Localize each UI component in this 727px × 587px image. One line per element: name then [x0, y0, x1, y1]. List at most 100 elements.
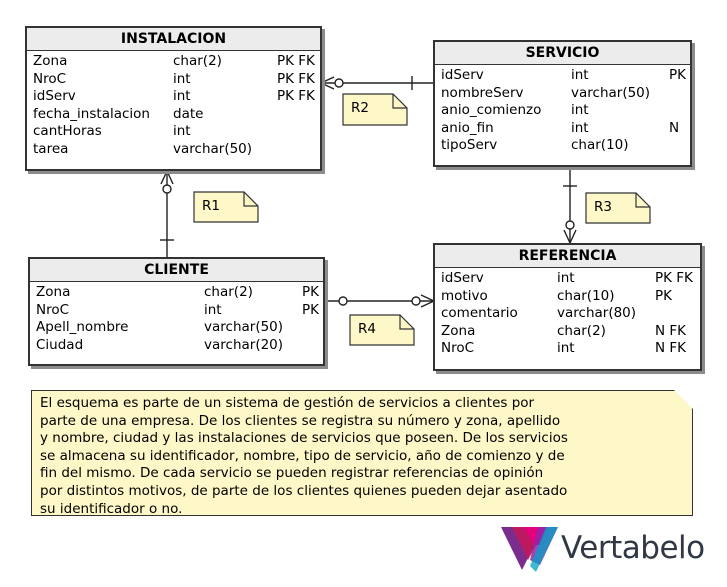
column-key: PK FK — [277, 88, 315, 104]
r3-optional-circle — [565, 220, 575, 230]
column-row: nombreServ varchar(50) — [441, 85, 684, 103]
column-row: cantHoras int — [33, 123, 314, 141]
column-type: date — [173, 105, 204, 122]
column-name: Ciudad — [36, 336, 84, 353]
entity-title: SERVICIO — [435, 42, 690, 65]
r2-optional-circle — [334, 78, 344, 88]
column-key: PK FK — [277, 70, 315, 87]
column-name: tarea — [33, 140, 69, 157]
description-note — [31, 390, 693, 516]
column-row: comentario varchar(80) — [441, 305, 694, 323]
column-key: N FK — [655, 322, 687, 339]
column-row: Zona char(2) N FK — [441, 323, 694, 341]
column-type: int — [571, 67, 589, 83]
column-type: int — [204, 301, 222, 318]
column-type: varchar(50) — [204, 319, 284, 335]
r4-optional-circle-right — [411, 296, 421, 306]
note-line: fin del mismo. De cada servicio se puede… — [40, 465, 544, 482]
column-name: idServ — [441, 270, 484, 286]
column-name: idServ — [33, 88, 76, 104]
note-line: El esquema es parte de un sistema de ges… — [40, 395, 535, 411]
r2-crow-bottom — [320, 82, 335, 90]
column-type: int — [571, 102, 589, 118]
column-key: PK FK — [655, 270, 693, 286]
column-row: Zona char(2) PK — [36, 284, 319, 302]
note-line: su identificador o no. — [40, 500, 183, 517]
column-type: varchar(20) — [204, 336, 284, 353]
column-key: N FK — [655, 340, 687, 356]
column-key: N — [669, 119, 680, 136]
column-row: motivo char(10) PK — [441, 288, 694, 306]
column-name: NroC — [36, 301, 70, 318]
column-name: NroC — [33, 70, 67, 87]
column-row: NroC int PK — [36, 301, 319, 320]
entity-servicio[interactable]: SERVICIO idServ int PK nombreServ varchar(50… — [433, 40, 692, 167]
column-type: int — [173, 88, 191, 104]
column-name: tipoServ — [441, 137, 498, 153]
column-type: char(2) — [173, 53, 222, 69]
r4-crow-bottom — [420, 300, 435, 308]
column-type: varchar(50) — [571, 84, 651, 101]
column-row: anio_comienzo int — [441, 102, 684, 120]
column-type: char(2) — [204, 284, 253, 300]
column-row: idServ int PK FK — [33, 88, 315, 106]
column-row: fecha_instalacion date — [33, 106, 314, 124]
column-name: NroC — [441, 340, 475, 356]
r1-label: R1 — [202, 198, 220, 214]
column-type: char(2) — [557, 322, 606, 339]
r3-crow-left — [563, 229, 571, 244]
column-key: PK — [302, 301, 319, 318]
r4-label: R4 — [358, 321, 376, 337]
entity-referencia[interactable]: REFERENCIA idServ int PK FK motivo char(10) P… — [433, 243, 702, 371]
column-name: idServ — [441, 67, 484, 83]
note-line: parte de una empresa. De los clientes se… — [40, 412, 561, 429]
column-type: char(10) — [557, 287, 615, 304]
r4-label-shape — [349, 314, 415, 346]
r2-crow-top — [320, 76, 335, 84]
column-row: tarea varchar(50) — [33, 141, 314, 159]
column-key: PK — [669, 67, 686, 83]
column-name: Zona — [441, 322, 476, 339]
r1-label-shape — [193, 191, 259, 223]
r2-label: R2 — [351, 100, 369, 116]
note-line: por distintos motivos, de parte de los c… — [40, 482, 568, 499]
column-row: Ciudad varchar(20) — [36, 337, 317, 355]
column-key: PK FK — [277, 53, 315, 69]
column-type: int — [173, 123, 191, 139]
description-text: El esquema es parte de un sistema de ges… — [40, 395, 680, 518]
column-name: nombreServ — [441, 84, 524, 101]
column-key: PK — [302, 284, 319, 300]
note-line: y nombre, ciudad y las instalaciones de … — [40, 430, 568, 447]
r1-crow-right — [166, 170, 174, 185]
note-line: se almacena su identificador, nombre, ti… — [40, 447, 565, 464]
column-name: motivo — [441, 287, 488, 304]
column-row: Apell_nombre varchar(50) — [36, 319, 317, 337]
column-key: PK — [655, 287, 672, 304]
column-type: varchar(80) — [557, 305, 637, 321]
column-name: cantHoras — [33, 123, 102, 139]
vertabelo-logo-icon — [501, 527, 558, 572]
column-type: int — [571, 119, 589, 136]
r4-crow-top — [420, 294, 435, 302]
entity-title: REFERENCIA — [435, 245, 700, 268]
r3-label-shape — [585, 192, 651, 224]
column-type: varchar(50) — [173, 140, 253, 157]
column-name: fecha_instalacion — [33, 105, 150, 122]
column-name: Apell_nombre — [36, 319, 129, 335]
column-name: comentario — [441, 305, 518, 321]
vertabelo-logo-text: Vertabelo — [561, 530, 705, 566]
column-type: int — [173, 70, 191, 87]
column-type: int — [557, 340, 575, 356]
column-row: NroC int N FK — [441, 340, 694, 358]
column-name: Zona — [36, 284, 71, 300]
column-name: anio_comienzo — [441, 102, 542, 118]
r2-label-shape — [342, 93, 408, 126]
